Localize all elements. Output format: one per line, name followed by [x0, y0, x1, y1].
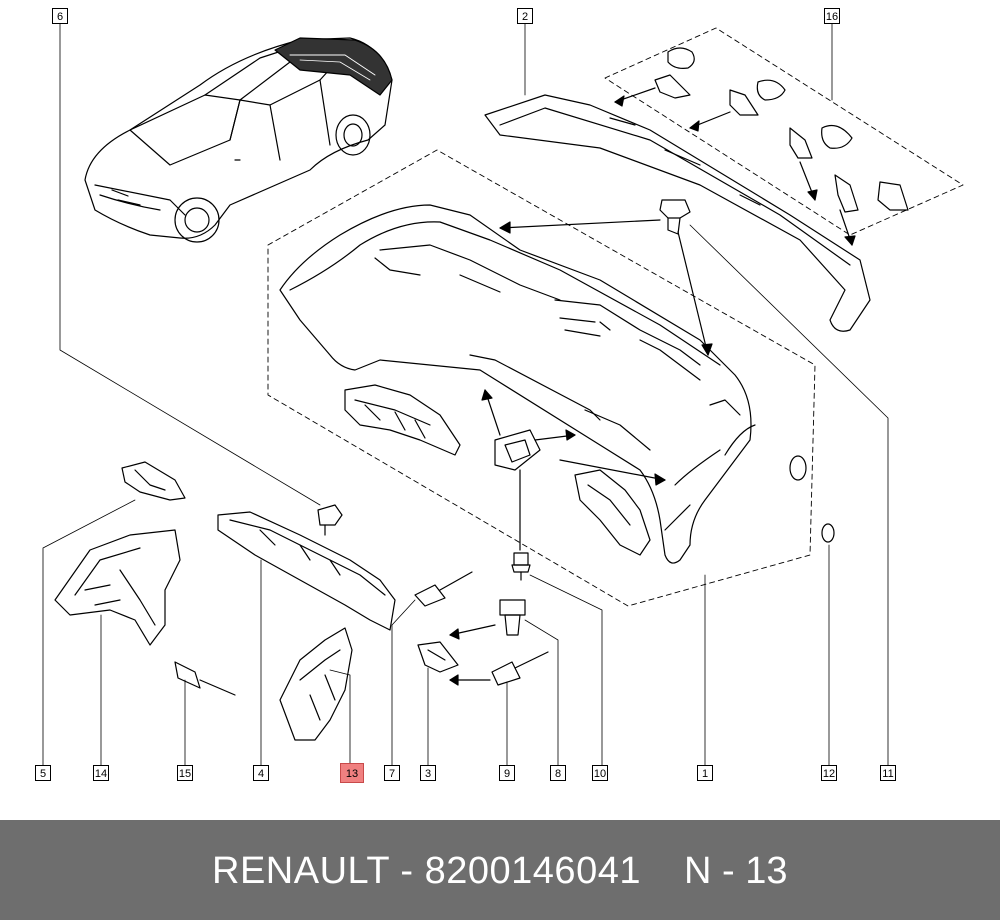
part-4-bracket [217, 511, 396, 631]
callout-9: 9 [499, 765, 515, 781]
leader-lines [42, 23, 889, 766]
callout-4: 4 [253, 765, 269, 781]
brand-part-number: RENAULT - 8200146041 [212, 850, 641, 892]
part-13-bracket [279, 627, 353, 741]
part-side-bracket [559, 459, 666, 556]
part-1-bumper [279, 204, 756, 564]
callout-14: 14 [93, 765, 109, 781]
part-9-rivet [449, 651, 549, 686]
callout-2: 2 [517, 8, 533, 24]
part-12-grommet [821, 523, 835, 543]
part-14-bracket [54, 529, 181, 646]
part-2-spoiler [484, 94, 871, 332]
part-8-screw [449, 599, 526, 640]
callout-8: 8 [550, 765, 566, 781]
diagram-position: N - 13 [684, 850, 788, 892]
part-5-outer [121, 461, 186, 501]
callout-6: 6 [52, 8, 68, 24]
part-13-slide [481, 389, 576, 551]
callout-10: 10 [592, 765, 608, 781]
part-16-fittings [654, 47, 909, 213]
callout-12: 12 [821, 765, 837, 781]
fitting-arrows [614, 87, 856, 246]
fittings-frame [604, 27, 964, 236]
callout-13-highlighted: 13 [340, 763, 364, 783]
part-7-rivet [414, 571, 473, 607]
callout-15: 15 [177, 765, 193, 781]
assembly-frame [267, 149, 816, 607]
part-5-bracket [344, 384, 461, 456]
callout-3: 3 [420, 765, 436, 781]
part-10-screw [511, 552, 531, 581]
callout-1: 1 [697, 765, 713, 781]
part-blank-cap [789, 455, 807, 481]
part-11-clip [499, 199, 713, 356]
callout-7: 7 [384, 765, 400, 781]
part-6-clip [317, 504, 343, 536]
part-15-rivet [174, 661, 236, 696]
car-illustration [84, 37, 393, 243]
callout-16: 16 [824, 8, 840, 24]
footer-banner: RENAULT - 8200146041 N - 13 [0, 820, 1000, 920]
callout-11: 11 [880, 765, 896, 781]
parts-diagram [42, 23, 964, 766]
part-3-clip [417, 641, 459, 673]
callout-5: 5 [35, 765, 51, 781]
